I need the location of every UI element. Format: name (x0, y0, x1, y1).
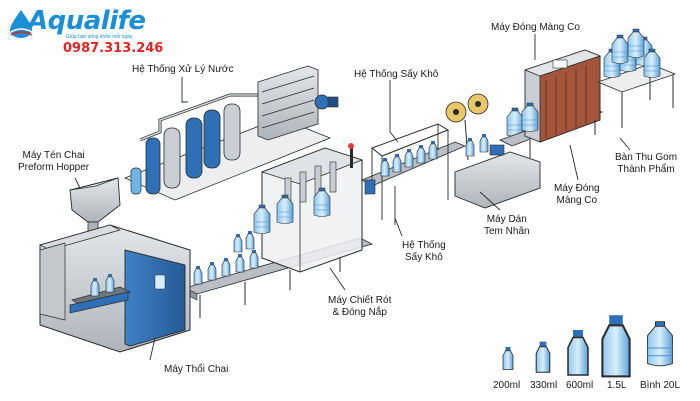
label-collection: Bàn Thu Gom Thành Phẩm (615, 152, 678, 175)
water-drop-icon (10, 10, 33, 38)
label-preform-hopper: Máy Tén Chai Preform Hopper (18, 150, 90, 173)
bottle-size-label: 330ml (530, 380, 558, 391)
label-filling-capping: Máy Chiết Rót & Đóng Nắp (328, 295, 392, 318)
water-treatment-system (123, 65, 339, 201)
bottle-size-label: Bình 20L (640, 380, 681, 391)
label-dryer-top: Hệ Thống Sấy Khô (354, 69, 439, 80)
collection-table (596, 28, 677, 128)
brand-name: Aqualife (28, 6, 146, 36)
bottle-size-lineup (502, 314, 673, 378)
label-blow-molding: Máy Thổi Chai (164, 364, 229, 375)
brand-slogan: Giúp bạn sống khỏe mỗi ngày (66, 34, 133, 40)
leader-lines (74, 34, 631, 361)
label-shrink-wrap-top: Máy Đóng Màng Co (491, 22, 580, 33)
bottle-size-label: 600ml (566, 380, 594, 391)
label-dryer-bottom: Hệ Thống Sấy Khô (402, 240, 446, 263)
bottle-200ml-icon (502, 346, 514, 370)
label-shrink-wrap: Máy Đóng Màng Co (554, 183, 600, 206)
blow-molding-machine (39, 177, 191, 353)
filling-capping-machine (233, 143, 364, 273)
brand-phone: 0987.313.246 (63, 41, 164, 56)
bottle-size-label: 200ml (493, 380, 521, 391)
dryer-system (361, 123, 467, 225)
bottle-330ml-icon (535, 341, 551, 373)
bottle-600ml-icon (567, 329, 589, 376)
shrink-wrap-machine (498, 49, 604, 158)
label-water-treatment: Hệ Thống Xử Lý Nước (132, 64, 234, 75)
bottle-20l-icon (647, 321, 673, 367)
label-labeling: Máy Dán Tem Nhãn (484, 214, 530, 237)
bottle-size-label: 1.5L (607, 380, 627, 391)
labeling-machine (445, 93, 541, 209)
brand-logo: Aqualife Giúp bạn sống khỏe mỗi ngày 098… (8, 6, 163, 58)
bottle-1-5l-icon (601, 314, 631, 378)
